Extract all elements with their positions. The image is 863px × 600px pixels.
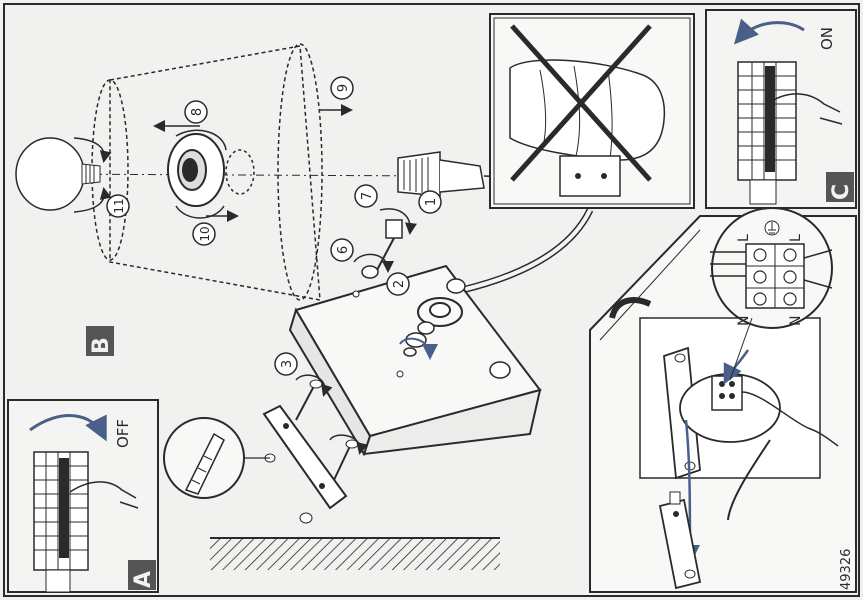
mounting-bracket: [262, 404, 348, 524]
panel-a: OFF A: [7, 399, 159, 593]
terminal-label-right-top: L: [788, 234, 804, 242]
switch-on-arrow-icon: [733, 18, 805, 45]
lamp-socket-icon: [397, 151, 485, 197]
panel-b-badge: [86, 326, 114, 356]
panel-b-letter: B: [89, 337, 114, 354]
screw-stack-icon: [352, 219, 403, 298]
terminal-label-left-top: L: [736, 234, 752, 242]
svg-text:9: 9: [336, 84, 351, 92]
assembly-axis: [39, 173, 441, 177]
step-badge-3: 3: [274, 352, 298, 376]
shade-ring-icon: [167, 133, 225, 207]
svg-text:10: 10: [198, 226, 212, 241]
part-number: 49326: [839, 549, 854, 590]
svg-text:11: 11: [112, 198, 126, 213]
terminal-label-right-bottom: N: [788, 316, 804, 326]
step-badge-7: 7: [354, 184, 378, 208]
svg-text:1: 1: [424, 198, 439, 206]
panel-wiring: L L N N 49326: [589, 207, 857, 593]
svg-text:2: 2: [392, 280, 407, 288]
panel-c-switch-label: ON: [818, 27, 836, 50]
page-border: [3, 3, 860, 597]
breaker-block-icon: [737, 61, 797, 205]
terminal-label-left-bottom: N: [736, 316, 752, 326]
wall-plug-detail: [163, 417, 270, 499]
panel-a-switch-label: OFF: [114, 419, 132, 448]
svg-text:8: 8: [190, 108, 205, 116]
earth-symbol-icon: [764, 220, 780, 236]
hand-icon: [69, 481, 139, 509]
hand-icon: [769, 93, 843, 125]
panel-a-letter: A: [131, 571, 156, 588]
terminal-block-detail: [710, 207, 833, 329]
step-badge-1: 1: [418, 190, 442, 214]
step-badge-2: 2: [386, 272, 410, 296]
light-bulb-icon: [15, 137, 101, 211]
svg-text:7: 7: [360, 192, 375, 200]
panel-c: ON C: [705, 9, 857, 209]
wall-surface: [210, 538, 500, 570]
svg-text:3: 3: [280, 360, 295, 368]
step-badge-6: 6: [330, 238, 354, 262]
step-badge-10: 10: [192, 222, 216, 246]
panel-not-allowed: [489, 13, 695, 209]
svg-text:6: 6: [336, 246, 351, 254]
power-cable: [461, 208, 594, 294]
panel-c-letter: C: [829, 184, 854, 200]
switch-off-arrow-icon: [29, 414, 107, 442]
panel-b: B: [15, 43, 797, 570]
step-badge-11: 11: [106, 194, 130, 218]
connector-block-icon: [711, 375, 743, 411]
wall-base-box: [288, 264, 542, 457]
bracket-screw-icon: [295, 379, 359, 481]
step-badge-9: 9: [330, 76, 354, 100]
panel-c-badge: [826, 172, 854, 202]
breaker-block-icon: [33, 451, 89, 593]
step-badge-8: 8: [184, 100, 208, 124]
panel-a-badge: [128, 560, 156, 590]
